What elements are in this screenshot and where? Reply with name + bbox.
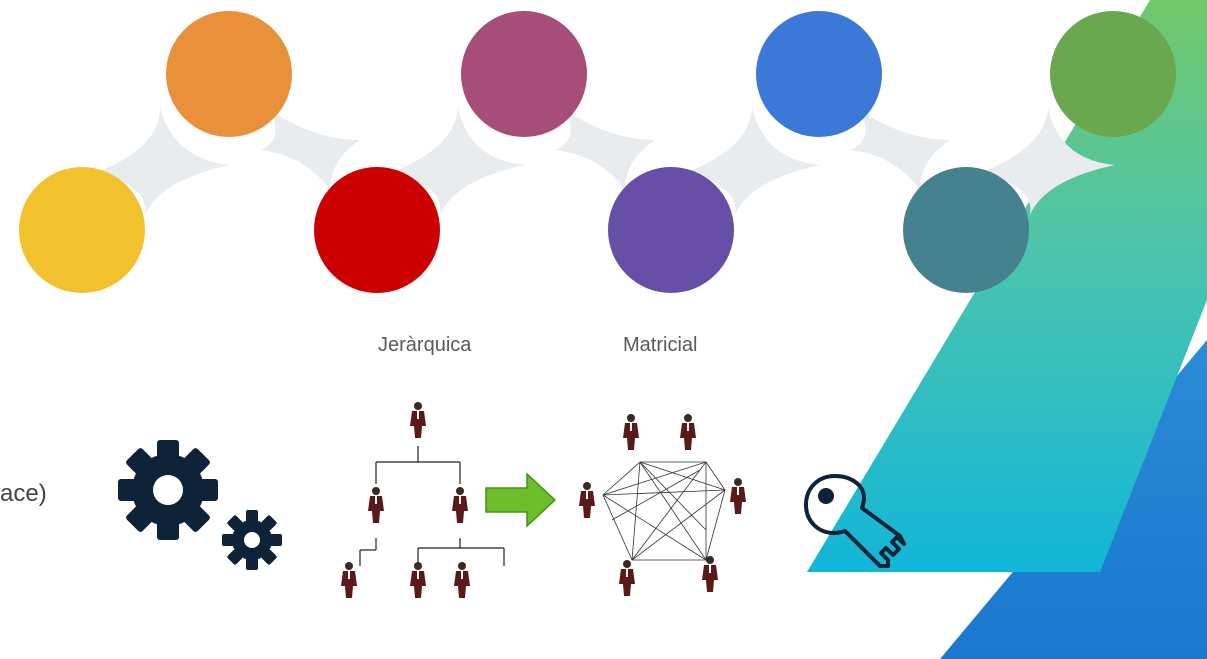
circle-blue bbox=[756, 11, 882, 137]
connector-3 bbox=[390, 108, 525, 215]
truncated-text-fragment: ace) bbox=[0, 480, 47, 507]
circle-orange bbox=[166, 11, 292, 137]
circle-connectors bbox=[95, 108, 1115, 215]
label-jerarquica: Jeràrquica bbox=[378, 334, 472, 356]
gears-icon bbox=[118, 440, 282, 570]
gradient-parallelogram bbox=[807, 0, 1207, 572]
connector-7 bbox=[980, 108, 1115, 215]
process-circles bbox=[19, 11, 1176, 293]
circle-green bbox=[1050, 11, 1176, 137]
circle-yellow bbox=[19, 167, 145, 293]
connector-4 bbox=[555, 110, 655, 190]
connector-5 bbox=[685, 108, 820, 215]
circle-purple bbox=[608, 167, 734, 293]
green-arrow-right-icon bbox=[485, 472, 557, 528]
connector-6 bbox=[850, 110, 950, 190]
hierarchy-org-chart-icon bbox=[341, 402, 505, 598]
connector-1 bbox=[95, 108, 230, 215]
network-org-icon bbox=[579, 414, 746, 596]
connector-2 bbox=[260, 110, 360, 190]
label-matricial: Matricial bbox=[623, 334, 698, 356]
key-icon bbox=[804, 474, 906, 568]
circle-red bbox=[314, 167, 440, 293]
circle-teal bbox=[903, 167, 1029, 293]
decorative-background-shapes bbox=[807, 0, 1207, 659]
circle-magenta bbox=[461, 11, 587, 137]
